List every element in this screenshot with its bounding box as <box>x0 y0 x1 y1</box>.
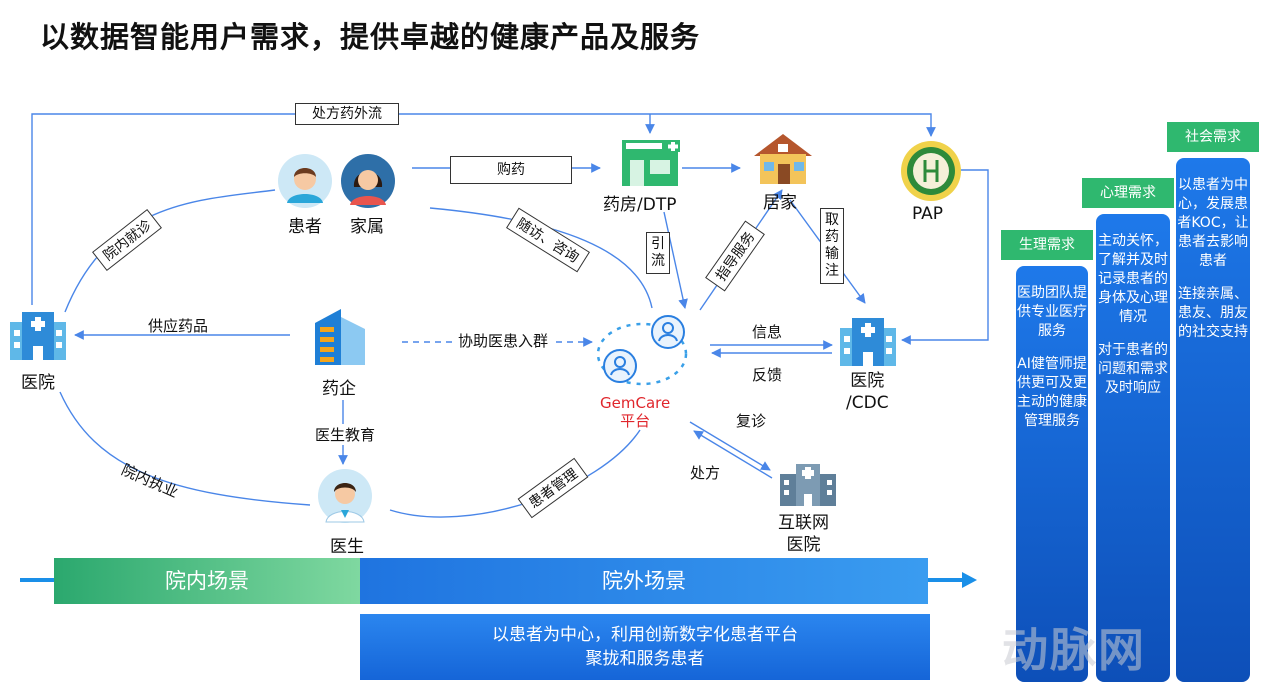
need-text: 医助团队提供专业医疗服务 <box>1017 285 1087 339</box>
watermark-text: 动脉网 <box>1002 623 1146 677</box>
edge-label-prescription: 处方 <box>690 464 721 482</box>
need-text: 连接亲属、患友、朋友的社交支持 <box>1178 286 1248 340</box>
hospital-cdc-line1: 医院 <box>850 371 885 391</box>
edge-label-doctor-education: 医生教育 <box>315 424 376 445</box>
edge-label-assist-group: 协助医患入群 <box>452 330 555 351</box>
banner-line2: 聚拢和服务患者 <box>585 649 705 669</box>
hospital-cdc-icon <box>840 318 896 366</box>
internet-hospital-label: 互联网 医院 <box>778 512 829 556</box>
gemcare-platform-icon <box>596 315 688 386</box>
doctor-icon <box>318 469 372 523</box>
watermark-logo: 动脉网 <box>1002 614 1146 680</box>
hospital-left-label: 医院 <box>21 373 55 393</box>
doctor-label: 医生 <box>330 537 364 557</box>
need-header-psychological: 心理需求 <box>1080 176 1176 210</box>
edge-label-info: 信息 <box>752 323 783 341</box>
patient-label: 患者 <box>288 217 322 237</box>
home-label: 居家 <box>763 193 797 213</box>
edge-label-pickup-infusion: 取药输注 <box>820 208 844 284</box>
outside-scene-bar: 院外场景 <box>360 558 928 604</box>
edge-label-buy-drug: 购药 <box>450 156 572 184</box>
need-column-social: 以患者为中心，发展患者KOC，让患者去影响患者 连接亲属、患友、朋友的社交支持 <box>1176 158 1250 682</box>
patient-icon <box>278 154 332 208</box>
hospital-cdc-label: 医院 /CDC <box>846 370 889 414</box>
need-column-physiological: 医助团队提供专业医疗服务 AI健管师提供更可及更主动的健康管理服务 <box>1016 266 1088 682</box>
family-label: 家属 <box>350 217 384 237</box>
internet-hospital-icon <box>780 464 836 506</box>
edge-label-feedback: 反馈 <box>752 366 783 384</box>
hospital-icon <box>10 312 66 360</box>
pharmacy-label: 药房/DTP <box>603 195 677 215</box>
gemcare-name: GemCare <box>600 394 671 412</box>
pharmacy-icon <box>622 140 680 186</box>
pap-label: PAP <box>912 204 944 224</box>
need-text: 对于患者的问题和需求及时响应 <box>1098 342 1168 396</box>
need-header-physiological: 生理需求 <box>999 228 1095 262</box>
need-text: AI健管师提供更可及更主动的健康管理服务 <box>1017 356 1087 429</box>
family-icon <box>341 154 395 208</box>
internet-hospital-line2: 医院 <box>786 535 821 555</box>
internet-hospital-line1: 互联网 <box>778 513 829 533</box>
edge-label-revisit: 复诊 <box>736 412 767 430</box>
home-icon <box>754 134 812 184</box>
page-title: 以数据智能用户需求，提供卓越的健康产品及服务 <box>40 20 701 54</box>
pharma-building-icon <box>315 309 365 365</box>
pharma-label: 药企 <box>322 379 356 399</box>
gemcare-platform-word: 平台 <box>620 412 651 430</box>
edge-label-drainage: 引流 <box>646 232 670 274</box>
inside-scene-bar: 院内场景 <box>54 558 360 604</box>
hospital-cdc-line2: /CDC <box>846 393 889 413</box>
banner-line1: 以患者为中心，利用创新数字化患者平台 <box>492 625 798 645</box>
pap-emblem-icon <box>901 141 961 201</box>
need-header-social: 社会需求 <box>1165 120 1261 154</box>
need-text: 主动关怀，了解并及时记录患者的身体及心理情况 <box>1098 233 1168 325</box>
gemcare-label: GemCare 平台 <box>600 394 670 430</box>
need-column-psychological: 主动关怀，了解并及时记录患者的身体及心理情况 对于患者的问题和需求及时响应 <box>1096 214 1170 682</box>
edge-label-supply-drugs: 供应药品 <box>148 317 209 335</box>
need-text: 以患者为中心，发展患者KOC，让患者去影响患者 <box>1177 177 1249 269</box>
bottom-banner: 以患者为中心，利用创新数字化患者平台 聚拢和服务患者 <box>360 614 930 680</box>
edge-label-prescription-outflow: 处方药外流 <box>295 103 399 125</box>
